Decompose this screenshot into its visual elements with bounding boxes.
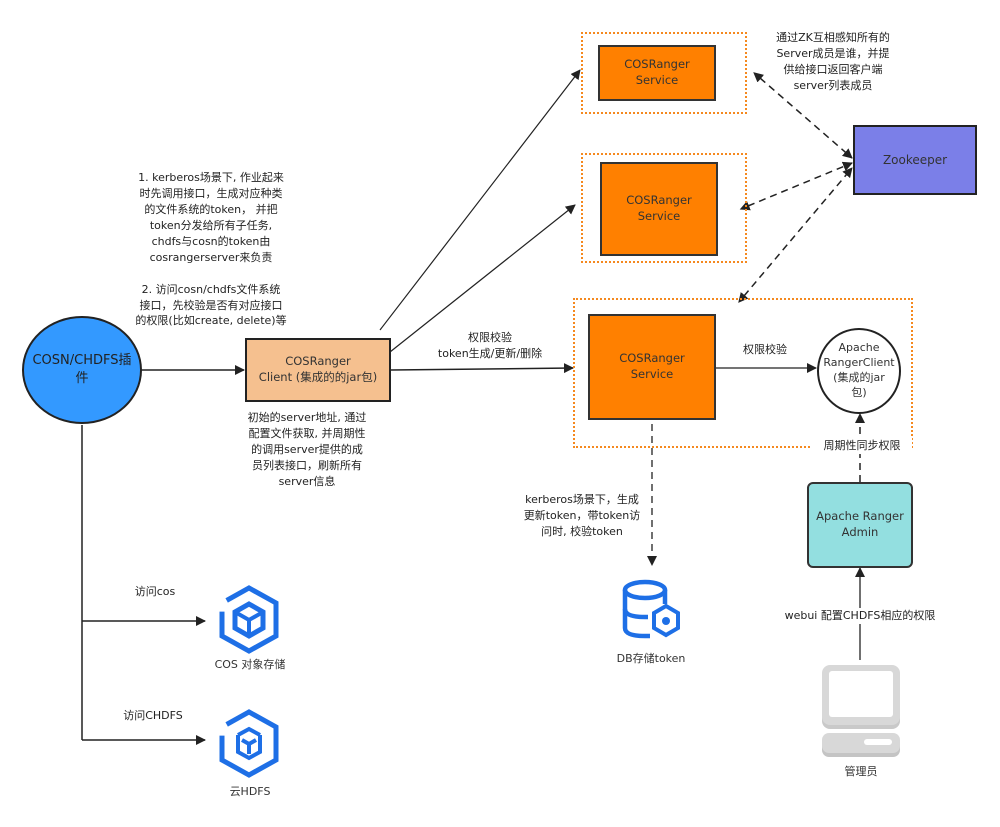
cosranger-service-mid-node[interactable]: COSRanger Service: [600, 162, 718, 256]
webui-label: webui 配置CHDFS相应的权限: [775, 608, 945, 624]
apache-ranger-client-node[interactable]: Apache RangerClient (集成的jar 包): [817, 328, 901, 414]
edge-client-to-service-top: [379, 69, 581, 331]
service-to-ranger-label: 权限校验: [743, 343, 787, 356]
edge-client-to-service-main: [390, 363, 574, 374]
edge-client-to-service-mid: [389, 204, 576, 353]
cosranger-service-top-node[interactable]: COSRanger Service: [598, 45, 716, 101]
edge-zk-service-mid: [739, 161, 853, 211]
access-cos-label: 访问cos: [134, 585, 176, 598]
service-top-group: [581, 32, 747, 114]
cosranger-service-main-node[interactable]: COSRanger Service: [588, 314, 716, 420]
admin-label: 管理员: [844, 765, 878, 778]
periodic-sync-label: 周期性同步权限: [812, 438, 912, 454]
service-main-group: [573, 298, 913, 448]
computer-icon: [822, 665, 900, 757]
cos-storage-label: COS 对象存储: [214, 658, 286, 671]
edge-zk-service-top: [753, 72, 853, 159]
cos-storage-icon: [219, 585, 279, 654]
access-chdfs-label: 访问CHDFS: [123, 709, 183, 722]
service-mid-group: [581, 153, 747, 263]
cosn-chdfs-plugin-node[interactable]: COSN/CHDFS插件: [22, 316, 142, 424]
client-refresh-note: 初始的server地址, 通过 配置文件获取, 并周期性 的调用server提供…: [247, 411, 367, 488]
client-to-service-label: 权限校验 token生成/更新/删除: [437, 331, 543, 360]
cosranger-client-node[interactable]: COSRanger Client (集成的的jar包): [245, 338, 391, 402]
cloud-hdfs-label: 云HDFS: [229, 785, 271, 798]
edge-zk-service-main: [738, 167, 853, 303]
database-icon: [622, 579, 680, 639]
db-token-note: kerberos场景下，生成 更新token，带token访 问时, 校验tok…: [523, 493, 641, 538]
cloud-hdfs-icon: [219, 709, 279, 778]
kerberos-flow-note: 1. kerberos场景下, 作业起来 时先调用接口，生成对应种类 的文件系统…: [135, 171, 287, 328]
apache-ranger-admin-node[interactable]: Apache Ranger Admin: [807, 482, 913, 568]
zookeeper-node[interactable]: Zookeeper: [853, 125, 977, 195]
database-label: DB存储token: [616, 652, 686, 665]
zk-membership-note: 通过ZK互相感知所有的 Server成员是谁，并提 供给接口返回客户端 serv…: [776, 31, 890, 92]
